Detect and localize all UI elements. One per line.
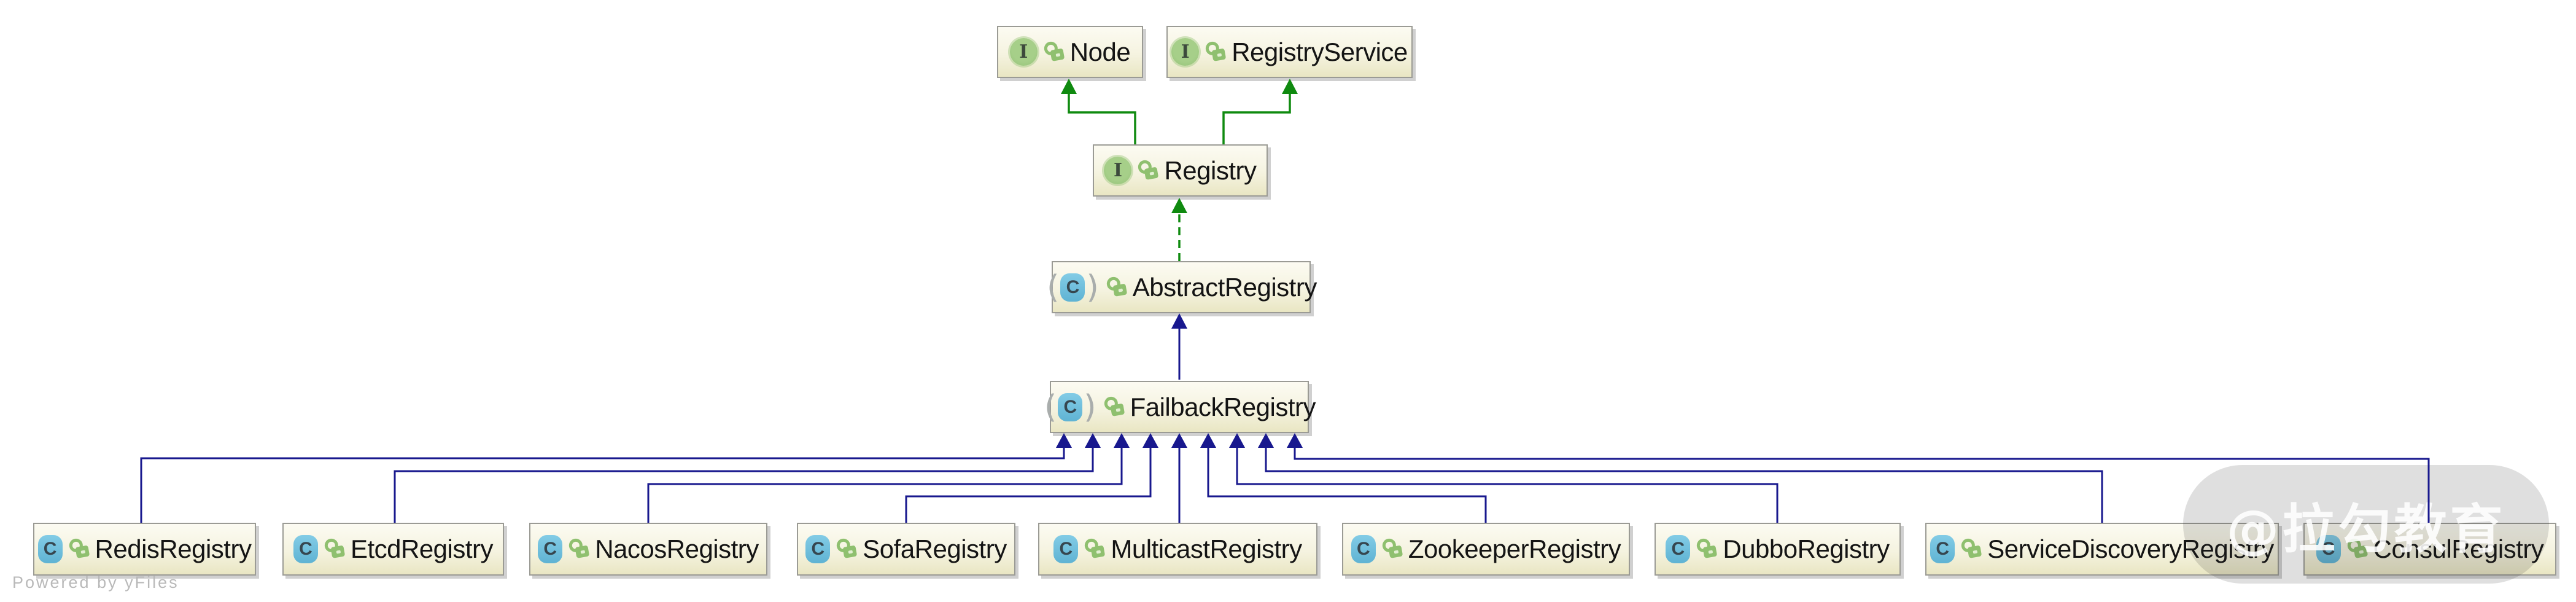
public-unlocked-padlock-icon — [324, 537, 346, 562]
public-unlocked-padlock-icon — [1084, 537, 1106, 562]
edge-registry-extends-registryservice — [1222, 79, 1298, 144]
class-node-etcdregistry[interactable]: C EtcdRegistry — [282, 523, 504, 576]
class-icon: C — [538, 535, 563, 563]
class-icon: C — [2316, 535, 2341, 563]
class-node-consulregistry[interactable]: C ConsulRegistry — [2303, 523, 2556, 576]
watermark-text: @拉勾教育 — [2226, 499, 2506, 560]
class-name-label: NacosRegistry — [595, 534, 759, 563]
class-icon: C — [293, 535, 318, 563]
abstract-class-icon: ( C ) — [1043, 391, 1098, 423]
public-unlocked-padlock-icon — [68, 537, 91, 562]
interface-node-node[interactable]: I Node — [997, 26, 1143, 78]
interface-icon: I — [1104, 157, 1132, 184]
class-name-label: MulticastRegistry — [1111, 534, 1302, 563]
abstract-paren-right: ) — [1086, 268, 1099, 306]
class-name-label: ZookeeperRegistry — [1408, 534, 1621, 563]
public-unlocked-padlock-icon — [1103, 394, 1126, 420]
class-icon: C — [1351, 535, 1376, 563]
abstract-class-node-failbackregistry[interactable]: ( C ) FailbackRegistry — [1044, 381, 1316, 433]
class-icon: C — [37, 535, 63, 563]
abstract-class-icon: ( C ) — [1046, 272, 1100, 303]
class-name-label: EtcdRegistry — [350, 534, 494, 563]
public-unlocked-padlock-icon — [836, 537, 858, 562]
class-name-label: FailbackRegistry — [1130, 392, 1316, 421]
class-icon: C — [1053, 535, 1079, 563]
class-name-label: AbstractRegistry — [1132, 272, 1317, 302]
edge-dubboregistry-extends-failbackregistry — [1229, 433, 1779, 523]
class-icon: C — [805, 535, 831, 563]
edge-abstractregistry-implements-registry — [1171, 198, 1187, 261]
public-unlocked-padlock-icon — [568, 537, 591, 562]
class-node-nacosregistry[interactable]: C NacosRegistry — [529, 523, 767, 576]
abstract-paren-left: ( — [1047, 268, 1060, 306]
abstract-paren-right: ) — [1084, 388, 1096, 426]
public-unlocked-padlock-icon — [1043, 39, 1066, 64]
edge-etcdregistry-extends-failbackregistry — [394, 433, 1101, 523]
class-node-dubboregistry[interactable]: C DubboRegistry — [1655, 523, 1901, 576]
interface-node-registryservice[interactable]: I RegistryService — [1166, 26, 1413, 78]
class-node-servicediscoveryregistry[interactable]: C ServiceDiscoveryRegistry — [1925, 523, 2279, 576]
class-name-label: ServiceDiscoveryRegistry — [1987, 534, 2274, 563]
class-icon: C — [1666, 535, 1691, 563]
abstract-paren-left: ( — [1044, 388, 1057, 426]
public-unlocked-padlock-icon — [1960, 537, 1983, 562]
class-name-label: SofaRegistry — [863, 534, 1007, 563]
class-icon: C — [1930, 535, 1955, 563]
public-unlocked-padlock-icon — [1696, 537, 1718, 562]
interface-name-label: Registry — [1164, 155, 1257, 185]
class-icon: C — [1058, 393, 1083, 421]
interface-name-label: Node — [1069, 37, 1131, 66]
public-unlocked-padlock-icon — [1381, 537, 1404, 562]
edge-zookeeperregistry-extends-failbackregistry — [1200, 433, 1487, 523]
interface-name-label: RegistryService — [1232, 37, 1408, 66]
class-node-sofaregistry[interactable]: C SofaRegistry — [797, 523, 1015, 576]
class-icon: C — [1060, 273, 1085, 302]
edge-servicediscoveryregistry-extends-failbackregistry — [1258, 433, 2103, 523]
public-unlocked-padlock-icon — [1205, 39, 1227, 64]
edge-redisregistry-extends-failbackregistry — [140, 433, 1072, 523]
abstract-class-node-abstractregistry[interactable]: ( C ) AbstractRegistry — [1047, 261, 1317, 313]
edge-failbackregistry-extends-abstractregistry — [1171, 313, 1187, 380]
interface-node-registry[interactable]: I Registry — [1093, 144, 1268, 197]
class-node-zookeeperregistry[interactable]: C ZookeeperRegistry — [1342, 523, 1630, 576]
interface-icon: I — [1171, 38, 1200, 66]
public-unlocked-padlock-icon — [1106, 275, 1128, 300]
edge-nacosregistry-extends-failbackregistry — [647, 433, 1130, 523]
edge-multicastregistry-extends-failbackregistry — [1171, 433, 1187, 523]
edge-sofaregistry-extends-failbackregistry — [905, 433, 1158, 523]
public-unlocked-padlock-icon — [1138, 158, 1160, 183]
interface-icon: I — [1009, 38, 1038, 66]
class-node-redisregistry[interactable]: C RedisRegistry — [33, 523, 256, 576]
class-name-label: ConsulRegistry — [2373, 534, 2544, 563]
powered-by-yfiles-credit: Powered by yFiles — [12, 573, 179, 592]
class-name-label: DubboRegistry — [1723, 534, 1890, 563]
class-name-label: RedisRegistry — [95, 534, 252, 563]
class-node-multicastregistry[interactable]: C MulticastRegistry — [1038, 523, 1317, 576]
edge-registry-extends-node — [1061, 79, 1136, 144]
watermark-pill: @拉勾教育 — [2183, 465, 2549, 584]
